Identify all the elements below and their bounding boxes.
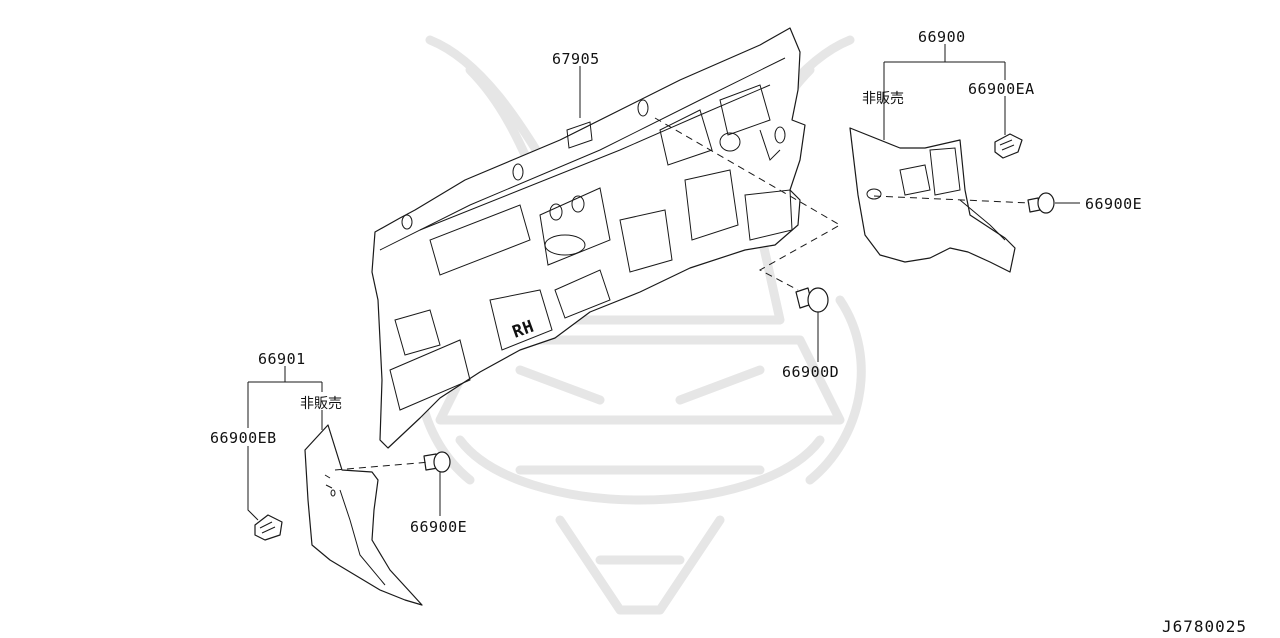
dash-insulator-panel-67905: RH <box>371 27 806 449</box>
label-66900-not-for-sale: 非販売 <box>862 91 904 107</box>
grommet-66900E-left <box>423 451 451 473</box>
label-66900E-right: 66900E <box>1085 195 1142 213</box>
diagram-code: J6780025 <box>1162 617 1247 636</box>
callout-labels: 67905 66900 非販売 66900EA 66900E 66900D 66… <box>210 28 1142 536</box>
leader-lines <box>247 44 1080 521</box>
clip-66900EB <box>254 514 283 541</box>
grommet-66900E-right <box>1027 192 1055 214</box>
label-66900E-left: 66900E <box>410 518 467 536</box>
side-trim-66900 <box>849 127 1016 273</box>
assembly-lines <box>334 117 1031 471</box>
label-67905: 67905 <box>552 50 600 68</box>
label-66900D: 66900D <box>782 363 839 381</box>
clip-66900EA <box>994 133 1023 159</box>
side-trim-66901 <box>304 424 423 606</box>
label-66900EA: 66900EA <box>968 80 1035 98</box>
label-66901-not-for-sale: 非販売 <box>300 396 342 412</box>
label-66900: 66900 <box>918 28 966 46</box>
label-66901: 66901 <box>258 350 306 368</box>
label-66900EB: 66900EB <box>210 429 277 447</box>
grommet-66900D <box>795 287 829 313</box>
